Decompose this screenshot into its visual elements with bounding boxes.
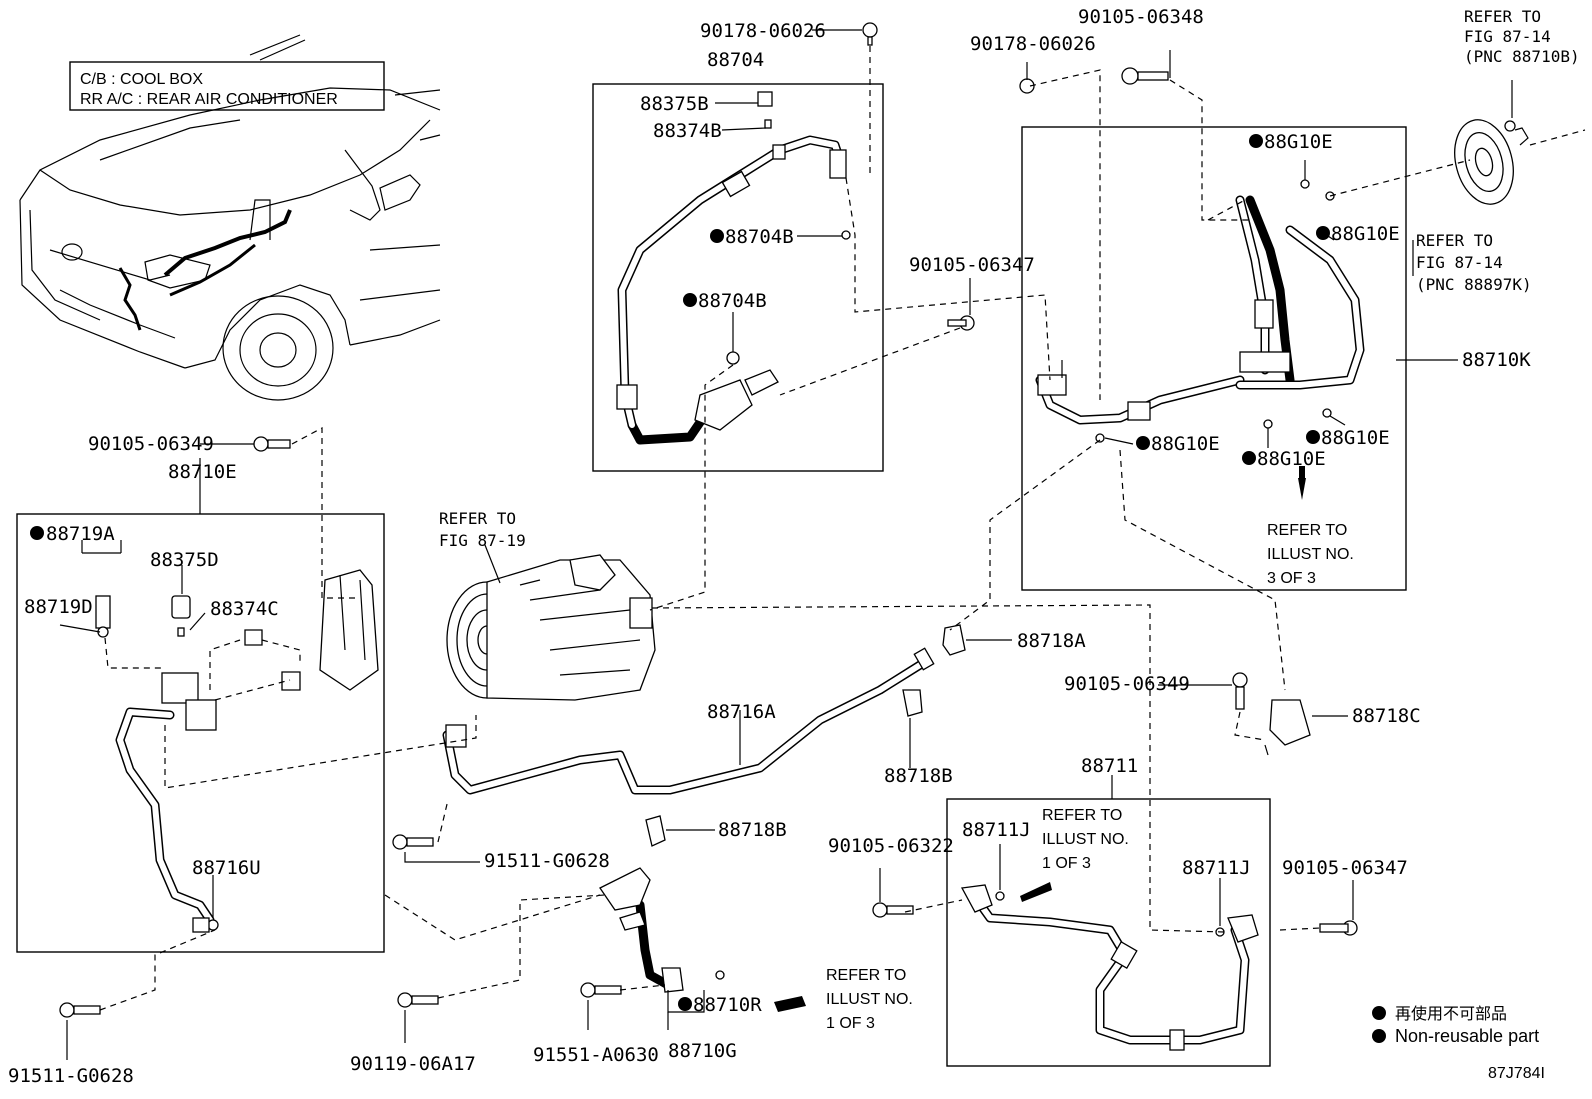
- part-labels: 90178-06026 88704 88375B 88374B 88704B 8…: [8, 6, 1531, 1087]
- legend-jp: 再使用不可部品: [1395, 1005, 1507, 1023]
- label-90105-06348: 90105-06348: [1078, 6, 1204, 28]
- refer-fig-87-14-b-3: (PNC 88897K): [1416, 275, 1532, 294]
- label-88718B-2: 88718B: [718, 819, 787, 841]
- non-reusable-marker: [710, 229, 724, 243]
- label-88G10E-1: 88G10E: [1264, 131, 1333, 153]
- non-reusable-marker: [1136, 436, 1150, 450]
- refer-fig-87-19-1: REFER TO: [439, 509, 516, 528]
- non-reusable-marker: [1306, 430, 1320, 444]
- label-88711J-2: 88711J: [1182, 857, 1251, 879]
- refer-illust-1a-3: 1 OF 3: [1042, 855, 1091, 872]
- label-88710K: 88710K: [1462, 349, 1531, 371]
- refer-illust-1b-2: ILLUST NO.: [826, 991, 913, 1008]
- non-reusable-marker: [1242, 451, 1256, 465]
- label-88711J-1: 88711J: [962, 819, 1031, 841]
- figure-code: 87J784I: [1488, 1065, 1545, 1082]
- refer-fig-87-14-a-2: FIG 87-14: [1464, 27, 1551, 46]
- label-88704B-2: 88704B: [698, 290, 767, 312]
- label-90119-06A17: 90119-06A17: [350, 1053, 476, 1075]
- label-88G10E-5: 88G10E: [1257, 448, 1326, 470]
- refer-illust-3-3: 3 OF 3: [1267, 570, 1316, 587]
- non-reusable-legend-dot: [1372, 1006, 1386, 1020]
- group-88704: [592, 83, 884, 472]
- label-90105-06322: 90105-06322: [828, 835, 954, 857]
- abbrev-rear-ac: RR A/C : REAR AIR CONDITIONER: [80, 91, 338, 108]
- label-88716A: 88716A: [707, 701, 776, 723]
- label-90105-06347-b: 90105-06347: [1282, 857, 1408, 879]
- bracket-88710G: [599, 867, 806, 1012]
- vehicle-illustration: [19, 34, 441, 401]
- clips: [645, 624, 1311, 847]
- abbreviation-legend-box: C/B : COOL BOX RR A/C : REAR AIR CONDITI…: [69, 61, 385, 111]
- refer-illust-1b-1: REFER TO: [826, 967, 906, 984]
- refer-illust-3-2: ILLUST NO.: [1267, 546, 1354, 563]
- label-88G10E-4: 88G10E: [1321, 427, 1390, 449]
- hose-88716A: [442, 647, 935, 795]
- non-reusable-marker: [1316, 226, 1330, 240]
- label-88710E: 88710E: [168, 461, 237, 483]
- label-90105-06349-b: 90105-06349: [1064, 673, 1190, 695]
- label-88719D: 88719D: [24, 596, 93, 618]
- label-88716U: 88716U: [192, 857, 261, 879]
- refer-fig-87-14-b-1: REFER TO: [1416, 231, 1493, 250]
- refer-illust-1b-3: 1 OF 3: [826, 1015, 875, 1032]
- label-91511-G0628-b: 91511-G0628: [8, 1065, 134, 1087]
- label-88719A: 88719A: [46, 523, 115, 545]
- legend-en: Non-reusable part: [1395, 1026, 1539, 1046]
- non-reusable-marker: [683, 293, 697, 307]
- label-88710G: 88710G: [668, 1040, 737, 1062]
- label-91511-G0628-a: 91511-G0628: [484, 850, 610, 872]
- refer-labels: REFER TO FIG 87-14 (PNC 88710B) REFER TO…: [439, 7, 1580, 1032]
- group-88710K: [1021, 126, 1407, 591]
- symbol-legend: 再使用不可部品 Non-reusable part 87J784I: [1372, 1005, 1545, 1082]
- label-88374B: 88374B: [653, 120, 722, 142]
- label-88718B-1: 88718B: [884, 765, 953, 787]
- abbrev-cool-box: C/B : COOL BOX: [80, 71, 203, 88]
- group-88710E: [16, 513, 385, 953]
- label-88G10E-2: 88G10E: [1331, 223, 1400, 245]
- refer-illust-3-1: REFER TO: [1267, 522, 1347, 539]
- label-88704B-1: 88704B: [725, 226, 794, 248]
- group-88711: [946, 798, 1271, 1067]
- label-88375D: 88375D: [150, 549, 219, 571]
- non-reusable-marker: [678, 997, 692, 1011]
- refer-illust-1a-2: ILLUST NO.: [1042, 831, 1129, 848]
- label-88711: 88711: [1081, 755, 1138, 777]
- connector-lines: [99, 46, 1321, 1011]
- refer-fig-87-14-a-3: (PNC 88710B): [1464, 47, 1580, 66]
- label-88G10E-3: 88G10E: [1151, 433, 1220, 455]
- label-88718C: 88718C: [1352, 705, 1421, 727]
- label-90178-06026-b: 90178-06026: [970, 33, 1096, 55]
- refer-illust-1a-1: REFER TO: [1042, 807, 1122, 824]
- refer-fig-87-19-2: FIG 87-19: [439, 531, 526, 550]
- non-reusable-marker: [30, 526, 44, 540]
- refer-fig-87-14-b-2: FIG 87-14: [1416, 253, 1503, 272]
- label-88710R: 88710R: [693, 994, 762, 1016]
- non-reusable-legend-dot: [1372, 1029, 1386, 1043]
- label-90105-06349-a: 90105-06349: [88, 433, 214, 455]
- compressor: [446, 544, 656, 701]
- label-88718A: 88718A: [1017, 630, 1086, 652]
- non-reusable-marker: [1249, 134, 1263, 148]
- refer-fig-87-14-a-1: REFER TO: [1464, 7, 1541, 26]
- leader-lines: [59, 29, 1513, 1060]
- rear-unit-ring: [1329, 119, 1586, 205]
- label-88374C: 88374C: [210, 598, 279, 620]
- label-88375B: 88375B: [640, 93, 709, 115]
- label-91551-A0630: 91551-A0630: [533, 1044, 659, 1066]
- label-90105-06347-a: 90105-06347: [909, 254, 1035, 276]
- 88375B-cap-icon: [757, 91, 773, 107]
- label-88704: 88704: [707, 49, 764, 71]
- label-90178-06026-top: 90178-06026: [700, 20, 826, 42]
